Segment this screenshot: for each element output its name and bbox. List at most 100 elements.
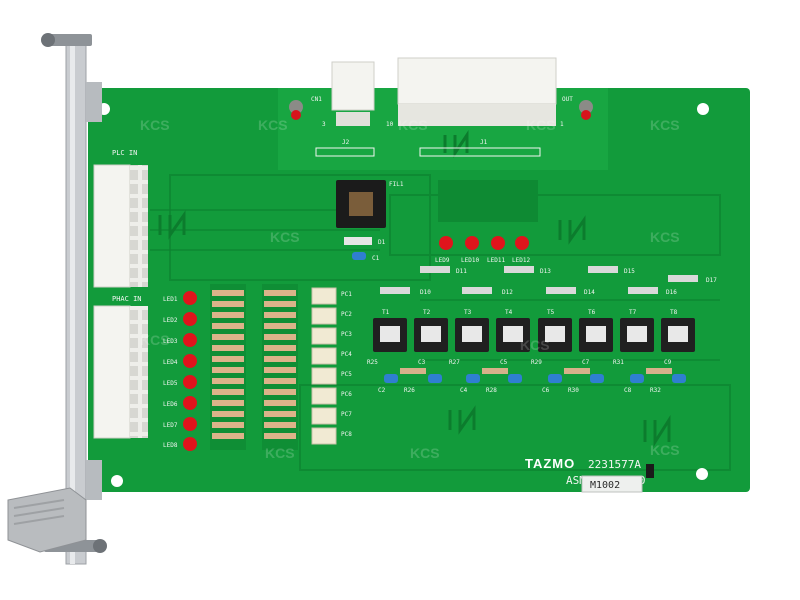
pcb-body xyxy=(88,88,750,492)
transistor-label: T6 xyxy=(588,309,596,316)
serial-sticker xyxy=(581,475,643,493)
revision-label: M1002 xyxy=(590,480,620,491)
led-group-top xyxy=(438,180,538,250)
label-c1: C1 xyxy=(372,255,380,262)
mounting-holes xyxy=(98,103,709,487)
svg-text:KCS: KCS xyxy=(650,117,680,133)
opto-label: PC8 xyxy=(341,431,352,438)
svg-text:KCS: KCS xyxy=(410,445,440,461)
diode-label: D13 xyxy=(540,268,551,275)
label-j2: J2 xyxy=(342,139,350,146)
label-pin-10: 10 xyxy=(386,121,394,128)
pad-row-j1 xyxy=(419,147,541,157)
label-pin-1: 1 xyxy=(560,121,564,128)
svg-text:KCS: KCS xyxy=(520,337,550,353)
cap-label: C6 xyxy=(542,387,550,394)
transistor-label: T5 xyxy=(547,309,555,316)
copper-pour xyxy=(299,384,731,471)
resistor-label: R26 xyxy=(404,387,415,394)
cap-label: C5 xyxy=(500,359,508,366)
ejector-grip xyxy=(13,499,65,525)
transistor-label: T4 xyxy=(505,309,513,316)
part-number: 2231577A xyxy=(588,458,641,471)
label-j1: J1 xyxy=(480,139,488,146)
svg-text:KCS: KCS xyxy=(140,117,170,133)
led-label: LED10 xyxy=(461,257,479,264)
copper-pour xyxy=(389,194,721,256)
resistor-array xyxy=(212,290,296,439)
transistor-label: T1 xyxy=(382,309,390,316)
diode-label: D14 xyxy=(584,289,595,296)
label-out: OUT xyxy=(562,96,573,103)
front-panel xyxy=(65,41,87,565)
label-plc-in: PLC IN xyxy=(112,149,137,157)
svg-text:KCS: KCS xyxy=(526,117,556,133)
led-label: LED12 xyxy=(512,257,530,264)
resistor-label: R27 xyxy=(449,359,460,366)
diode-label: D15 xyxy=(624,268,635,275)
opto-label: PC5 xyxy=(341,371,352,378)
brand-logo: TAZMO xyxy=(525,456,575,471)
cap-label: C9 xyxy=(664,359,672,366)
label-phac-in: PHAC IN xyxy=(112,295,142,303)
resistor-label: R29 xyxy=(531,359,542,366)
qc-sticker xyxy=(646,464,654,478)
cap-label: C2 xyxy=(378,387,386,394)
transistor-label: T2 xyxy=(423,309,431,316)
label-fil1: FIL1 xyxy=(389,181,404,188)
header-plc-in xyxy=(93,164,148,288)
svg-text:KCS: KCS xyxy=(270,229,300,245)
svg-text:KCS: KCS xyxy=(140,332,170,348)
diode-label: D10 xyxy=(420,289,431,296)
header-phac-in xyxy=(93,305,148,439)
capacitor-c1 xyxy=(352,252,366,260)
led-indicator-icon xyxy=(289,100,593,120)
svg-text:KCS: KCS xyxy=(650,442,680,458)
opto-label: PC6 xyxy=(341,391,352,398)
watermark: KCS KCS KCS KCS KCS KCS KCS KCS KCS KCS … xyxy=(140,117,680,461)
resistor-row xyxy=(400,368,672,374)
svg-text:KCS: KCS xyxy=(650,229,680,245)
diode-label: D16 xyxy=(666,289,677,296)
diode-label: D12 xyxy=(502,289,513,296)
svg-text:KCS: KCS xyxy=(398,117,428,133)
led-label: LED9 xyxy=(435,257,450,264)
cap-label: C3 xyxy=(418,359,426,366)
rail-guide xyxy=(86,460,102,500)
opto-label: PC3 xyxy=(341,331,352,338)
resistor-label: R30 xyxy=(568,387,579,394)
diode-row xyxy=(380,266,698,294)
led-label: LED3 xyxy=(163,338,178,345)
led-label: LED6 xyxy=(163,401,178,408)
led-label: LED7 xyxy=(163,422,178,429)
led-column-left xyxy=(183,291,197,451)
resistor-label: R28 xyxy=(486,387,497,394)
cap-label: C8 xyxy=(624,387,632,394)
label-d1: D1 xyxy=(378,239,386,246)
led-label: LED4 xyxy=(163,359,178,366)
svg-text:KCS: KCS xyxy=(265,445,295,461)
trace xyxy=(150,209,720,361)
top-screw-icon xyxy=(41,33,92,47)
ejector-handle xyxy=(7,487,87,553)
capacitor-row xyxy=(384,374,686,383)
rail-guide xyxy=(86,82,102,122)
opto-label: PC7 xyxy=(341,411,352,418)
cap-label: C4 xyxy=(460,387,468,394)
in-marks xyxy=(158,130,671,448)
front-panel-edge xyxy=(70,42,75,564)
transistor-label: T7 xyxy=(629,309,637,316)
diode-label: D17 xyxy=(706,277,717,284)
led-label: LED8 xyxy=(163,442,178,449)
connector-out xyxy=(397,57,557,126)
led-label: LED2 xyxy=(163,317,178,324)
opto-label: PC2 xyxy=(341,311,352,318)
copper-pour xyxy=(169,174,431,281)
resistor-label: R32 xyxy=(650,387,661,394)
label-cn1: CN1 xyxy=(311,96,322,103)
led-label: LED5 xyxy=(163,380,178,387)
opto-label: PC4 xyxy=(341,351,352,358)
label-pin-3: 3 xyxy=(322,121,326,128)
transistor-label: T3 xyxy=(464,309,472,316)
